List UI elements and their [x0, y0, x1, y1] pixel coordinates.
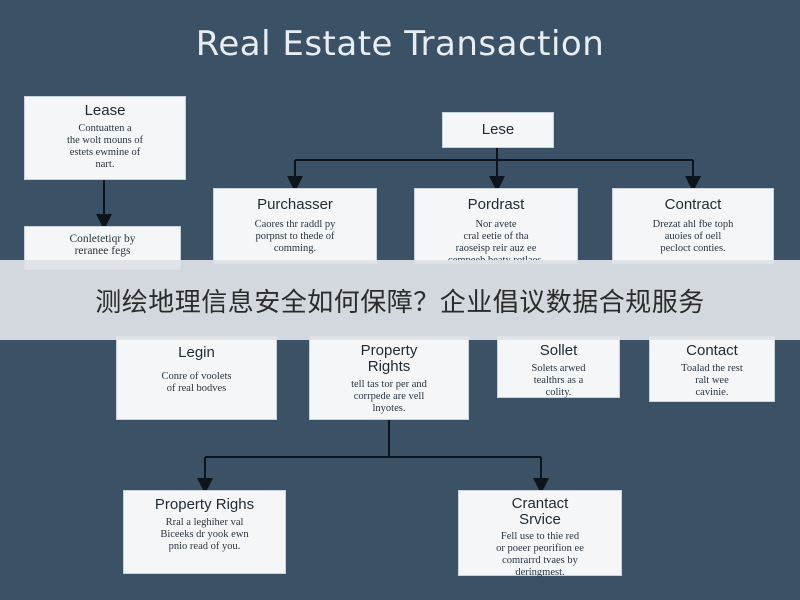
node-property-rights-line: lnyotes. — [372, 403, 406, 414]
node-legin-line: of real bodves — [166, 383, 227, 394]
overlay-banner-text: 测绘地理信息安全如何保障？企业倡议数据合规服务 — [95, 287, 705, 318]
node-crantact-service-line: deringmest. — [515, 567, 565, 578]
node-contract-heading: Contract — [664, 196, 722, 213]
node-lease-detail-line: Conletetiqr by — [69, 233, 136, 245]
node-contact-line: ralt wee — [695, 375, 729, 386]
node-lease-line: estets ewmine of — [69, 147, 141, 158]
node-sollet: Sollet Solets arwed tealthrs as a colity… — [497, 336, 620, 398]
node-legin: Legin Conre of voolets of real bodves — [116, 336, 277, 420]
node-property-righs-heading: Property Righs — [154, 496, 255, 513]
node-purchasser: Purchasser Caores thr raddl py porpnst t… — [213, 188, 377, 264]
overlay-banner: 测绘地理信息安全如何保障？企业倡议数据合规服务 — [0, 260, 800, 340]
diagram-title: Real Estate Transaction — [195, 24, 605, 64]
node-property-rights-line: tell tas tor per and — [351, 379, 427, 390]
node-contact-heading: Contact — [686, 342, 738, 359]
node-contract-line: pecloct conties. — [660, 243, 726, 254]
node-lese: Lese — [442, 112, 554, 148]
node-crantact-service-line: comrarrd tvaes by — [502, 555, 578, 566]
node-property-righs-line: Biceeks dr yook ewn — [160, 529, 249, 540]
node-purchasser-line: porpnst to thede of — [255, 231, 335, 242]
node-contract-line: Drezat ahl fbe toph — [652, 219, 734, 230]
node-crantact-service: Crantact Srvice Fell use to thie red or … — [458, 490, 622, 578]
node-pordrast: Pordrast Nor avete cral eetie of tha rao… — [414, 188, 578, 266]
node-contact-line: cavinie. — [695, 387, 729, 398]
node-property-rights-line: corrpede are vell — [353, 391, 425, 402]
node-pordrast-line: Nor avete — [475, 219, 517, 230]
node-sollet-heading: Sollet — [539, 342, 578, 359]
node-purchasser-line: comming. — [273, 243, 317, 254]
node-pordrast-line: raoseisp reir auz ee — [455, 243, 537, 254]
node-purchasser-line: Caores thr raddl py — [254, 219, 336, 230]
node-legin-heading: Legin — [178, 344, 215, 361]
node-pordrast-line: cral eetie of tha — [463, 231, 529, 242]
node-property-righs-line: pnio read of you. — [168, 541, 241, 552]
node-lease: Lease Contuatten a the wolt mouns of est… — [24, 96, 186, 180]
node-lease-line: nart. — [95, 159, 115, 170]
node-property-rights-heading: Property Rights — [360, 342, 418, 375]
node-sollet-line: Solets arwed — [531, 363, 586, 374]
node-lease-line: the wolt mouns of — [66, 135, 144, 146]
node-lease-heading: Lease — [84, 102, 126, 119]
node-legin-line: Conre of voolets — [161, 371, 232, 382]
node-pordrast-heading: Pordrast — [467, 196, 525, 213]
node-sollet-line: tealthrs as a — [533, 375, 584, 386]
node-lease-detail-line: reranee fegs — [74, 245, 131, 257]
node-crantact-service-heading: Crantact Srvice — [511, 495, 569, 528]
node-contract-line: auoies of oell — [664, 231, 722, 242]
node-purchasser-heading: Purchasser — [257, 196, 333, 213]
node-crantact-service-line: Fell use to thie red — [500, 531, 580, 542]
node-property-righs-line: Rral a leghiher val — [165, 517, 244, 528]
node-sollet-line: colity. — [545, 387, 572, 398]
node-contract: Contract Drezat ahl fbe toph auoies of o… — [612, 188, 774, 264]
node-contact-line: Toalad the rest — [681, 363, 743, 374]
node-property-rights: Property Rights tell tas tor per and cor… — [309, 336, 469, 420]
node-lease-line: Contuatten a — [78, 123, 132, 134]
node-property-righs: Property Righs Rral a leghiher val Bicee… — [123, 490, 286, 574]
node-crantact-service-line: or poeer peorifion ee — [496, 543, 584, 554]
node-contact: Contact Toalad the rest ralt wee cavinie… — [649, 336, 775, 402]
node-lese-heading: Lese — [481, 121, 515, 138]
